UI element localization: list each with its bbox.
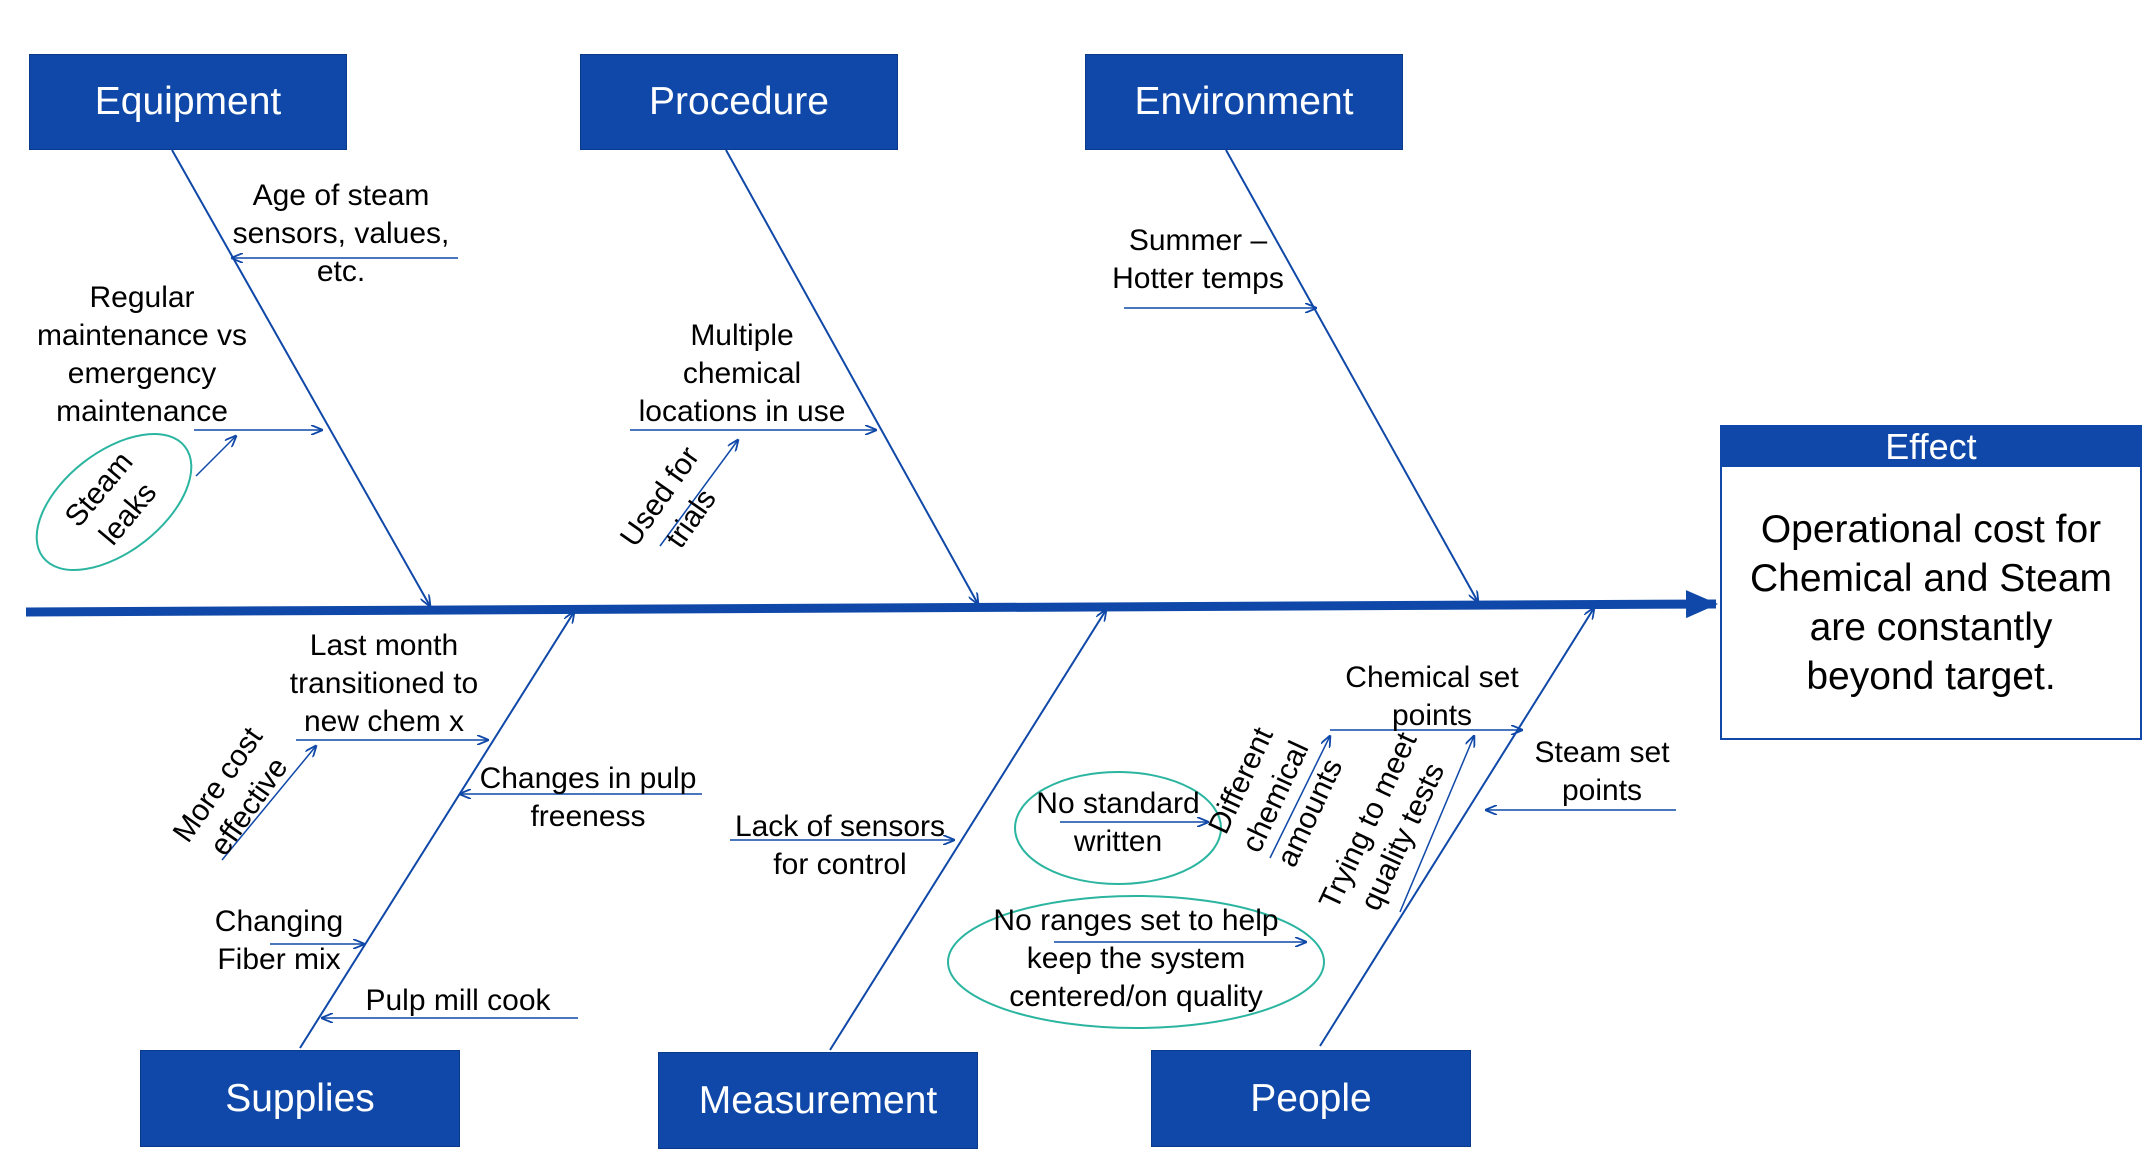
highlight-no-standard <box>1014 771 1222 885</box>
effect-box: Effect Operational cost for Chemical and… <box>1720 425 2142 740</box>
effect-text: Operational cost for Chemical and Steam … <box>1749 508 2112 698</box>
arrow-more-cost-effective <box>221 746 316 861</box>
category-environment: Environment <box>1085 54 1403 150</box>
arrow-steam-leaks <box>195 436 236 477</box>
category-procedure: Procedure <box>580 54 898 150</box>
cause-changing-fiber: Changing Fiber mix <box>214 905 344 976</box>
cause-lack-sensors: Lack of sensors for control <box>734 810 946 881</box>
cause-chemical-set-points: Chemical set points <box>1345 661 1519 732</box>
bone-supplies <box>299 612 574 1049</box>
cause-steam-set-points: Steam set points <box>1534 736 1670 807</box>
highlight-steam-leaks <box>35 433 193 571</box>
cause-regular-maintenance: Regular maintenance vs emergency mainten… <box>36 281 248 428</box>
highlight-no-ranges <box>947 895 1325 1029</box>
category-measurement: Measurement <box>658 1052 978 1149</box>
bone-environment <box>1225 149 1478 602</box>
spine-line <box>25 590 1718 619</box>
category-people: People <box>1151 1050 1471 1147</box>
cause-no-ranges: No ranges set to help keep the system ce… <box>993 904 1279 1013</box>
bone-people <box>1319 608 1594 1047</box>
bone-measurement <box>829 610 1106 1051</box>
bone-procedure <box>725 149 978 604</box>
cause-pulp-mill-cook: Pulp mill cook <box>365 984 551 1017</box>
cause-age-sensors: Age of steam sensors, values, etc. <box>232 179 450 288</box>
bone-equipment <box>171 149 430 606</box>
arrow-different-chemical <box>1269 736 1330 859</box>
cause-last-month: Last month transitioned to new chem x <box>289 629 479 738</box>
cause-summer: Summer – Hotter temps <box>1112 224 1284 295</box>
effect-header: Effect <box>1722 427 2140 467</box>
cause-no-standard: No standard written <box>1036 787 1200 858</box>
cause-multiple-chemical: Multiple chemical locations in use <box>638 319 846 428</box>
category-equipment: Equipment <box>29 54 347 150</box>
arrow-used-for-trials <box>659 440 738 547</box>
category-supplies: Supplies <box>140 1050 460 1147</box>
cause-changes-pulp: Changes in pulp freeness <box>479 762 697 833</box>
arrow-trying-quality <box>1399 736 1474 913</box>
